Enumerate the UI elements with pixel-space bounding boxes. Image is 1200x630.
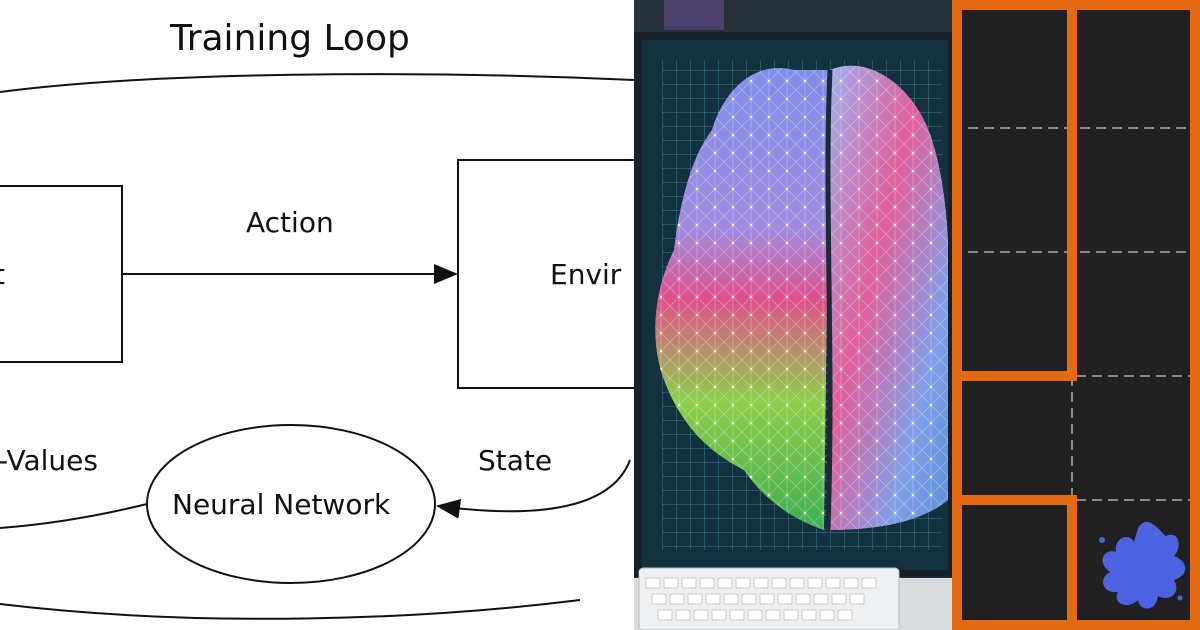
outer-loop-top-curve <box>0 73 634 93</box>
brain-monitor-image <box>634 0 952 630</box>
outer-loop-bottom-curve <box>0 599 581 620</box>
diagram-canvas <box>0 73 634 620</box>
state-arrow <box>436 459 631 519</box>
maze-illustration <box>952 0 1200 630</box>
paint-splat <box>1102 521 1186 609</box>
action-label: Action <box>246 206 334 239</box>
diagram-title: Training Loop <box>170 18 410 59</box>
maze-walls <box>952 0 1200 630</box>
keyboard <box>638 567 900 630</box>
agent-label: t <box>0 258 5 291</box>
paint-drop <box>1099 537 1105 543</box>
environment-label: Envir <box>550 258 622 291</box>
training-loop-diagram: Training Loop Action t Envir -Values Sta… <box>0 18 634 620</box>
neural-network-label: Neural Network <box>172 488 391 521</box>
maze-dashed-gridlines <box>952 127 1200 501</box>
paint-drop <box>1177 595 1183 601</box>
maze-grid-image <box>952 0 1200 630</box>
top-equipment <box>664 0 724 30</box>
brain-mesh-overlay <box>655 65 948 530</box>
brain-illustration <box>634 0 952 630</box>
state-label: State <box>478 444 553 477</box>
brain-center-fissure <box>825 69 833 531</box>
qvalues-arrow <box>0 503 148 529</box>
qvalues-label: -Values <box>0 444 98 477</box>
environment-box <box>457 159 634 389</box>
agent-box <box>0 185 123 363</box>
